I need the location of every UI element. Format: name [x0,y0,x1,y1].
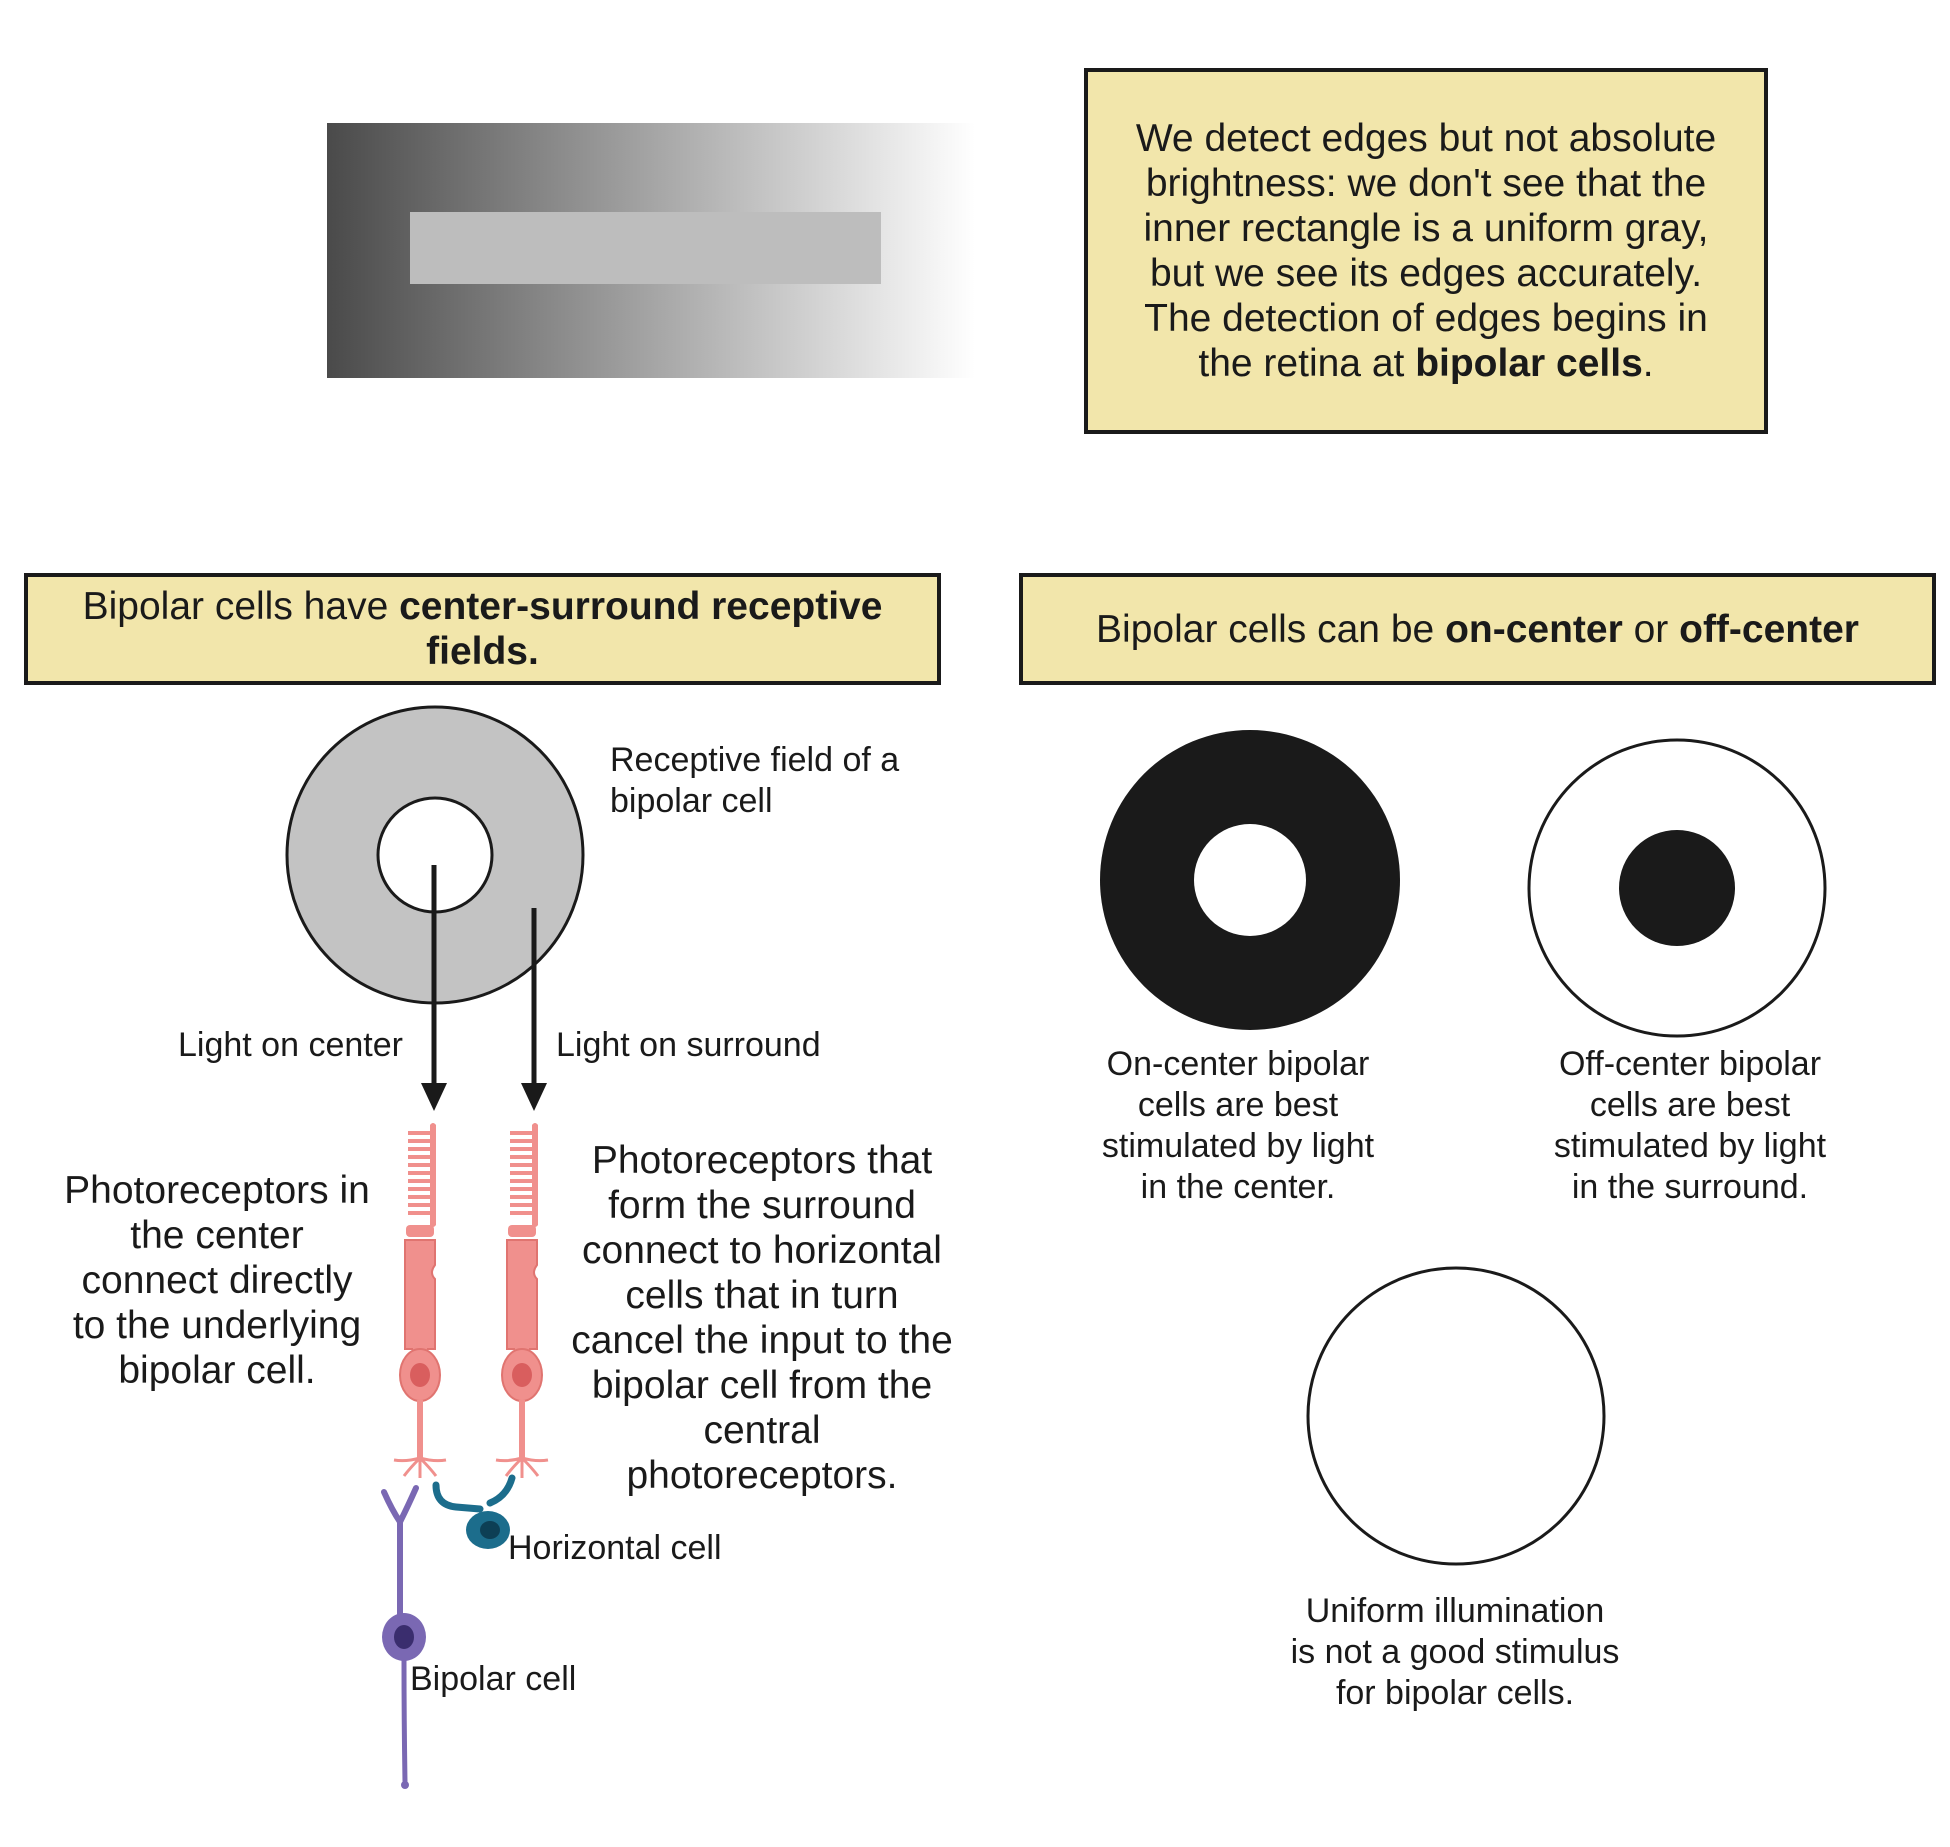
intro-text-box: We detect edges but not absolute brightn… [1084,68,1768,434]
off-center-caption: Off-center bipolar cells are best stimul… [1553,1045,1827,1206]
inner-uniform-rectangle [410,212,881,284]
photoreceptor-surround [495,1123,549,1478]
bipolar-cell [381,1485,426,1789]
light-on-surround-label: Light on surround [556,1026,821,1064]
receptive-field-label: Receptive field of a bipolar cell [610,741,900,820]
off-center-stimulus [1527,738,1827,1038]
light-on-center-label: Light on center [178,1026,403,1064]
center-arrow-head [421,1083,447,1111]
horizontal-cell-label: Horizontal cell [508,1529,722,1567]
uniform-stimulus [1306,1266,1606,1566]
right-heading: Bipolar cells can be on-center or off-ce… [1096,607,1859,652]
bipolar-cell-label: Bipolar cell [410,1660,577,1698]
right-heading-plain: Bipolar cells can be [1096,607,1446,651]
intro-text-end: . [1642,342,1654,385]
photoreceptor-center [393,1123,447,1478]
on-center-stimulus [1100,730,1400,1030]
gradient-illusion [327,123,975,378]
surround-photoreceptor-text: Photoreceptors that form the surround co… [571,1139,953,1497]
left-heading-box: Bipolar cells have center-surround recep… [24,573,941,685]
left-heading-plain: Bipolar cells have [82,585,400,628]
right-heading-mid: or [1622,607,1680,651]
light-arrows [421,865,547,1111]
intro-text-plain: We detect edges but not absolute brightn… [1135,117,1717,385]
intro-text-bold: bipolar cells [1415,342,1643,385]
surround-arrow-head [521,1083,547,1111]
center-photoreceptor-text: Photoreceptors in the center connect dir… [64,1169,370,1392]
horizontal-cell [432,1474,516,1549]
on-center-caption: On-center bipolar cells are best stimula… [1101,1045,1375,1206]
right-heading-box: Bipolar cells can be on-center or off-ce… [1019,573,1936,685]
left-heading: Bipolar cells have center-surround recep… [48,584,917,674]
receptive-field-diagram [285,705,585,1005]
uniform-caption: Uniform illumination is not a good stimu… [1290,1592,1620,1712]
right-heading-bold-off: off-center [1679,607,1859,651]
left-heading-bold: center-surround receptive fields. [399,585,883,673]
intro-text: We detect edges but not absolute brightn… [1128,116,1724,386]
right-heading-bold-on: on-center [1445,607,1623,651]
